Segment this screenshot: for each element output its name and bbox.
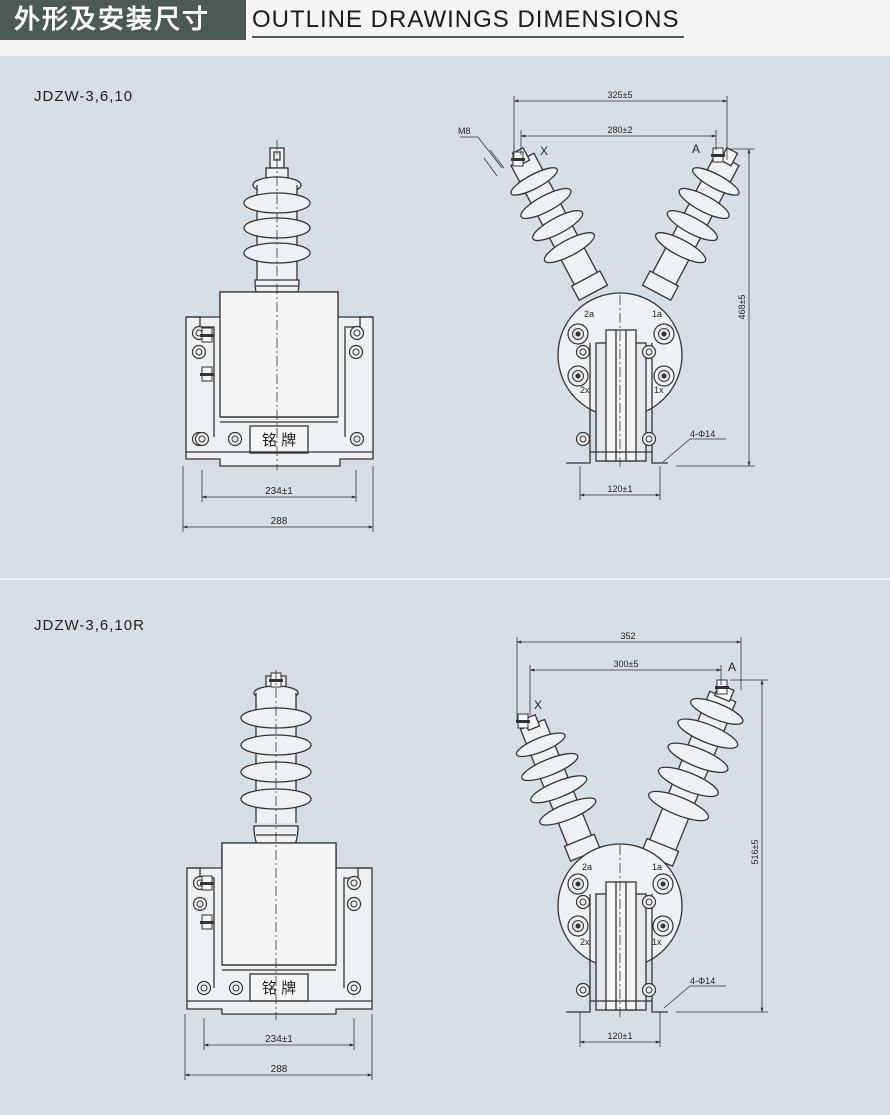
sec-2a-1: 2a bbox=[584, 309, 594, 319]
model-label-1: JDZW-3,6,10 bbox=[34, 88, 134, 105]
dim-inner-width-1: 234±1 bbox=[265, 486, 293, 497]
side-view-2 bbox=[515, 683, 744, 1013]
terminal-x-2: X bbox=[534, 698, 542, 712]
sec-1x-1: 1x bbox=[654, 385, 664, 395]
nameplate-1: 铭 牌 bbox=[262, 432, 296, 449]
sec-2x-2: 2x bbox=[580, 937, 590, 947]
terminal-x-1: X bbox=[540, 144, 548, 158]
title-underline bbox=[252, 36, 684, 38]
dim-terminal-span-inner-1: 280±2 bbox=[608, 125, 633, 135]
hole-label-2: 4-Φ14 bbox=[690, 976, 715, 986]
sec-1a-2: 1a bbox=[652, 862, 662, 872]
title-english: OUTLINE DRAWINGS DIMENSIONS bbox=[252, 6, 680, 33]
thread-label-1: M8 bbox=[458, 126, 471, 136]
front-view-1 bbox=[185, 147, 374, 467]
dim-base-2: 120±1 bbox=[608, 1031, 633, 1041]
front-dims-1 bbox=[182, 466, 374, 532]
dim-terminal-span-2: 352 bbox=[620, 631, 635, 641]
title-chinese: 外形及安装尺寸 bbox=[0, 0, 246, 40]
dim-height-2: 516±5 bbox=[750, 840, 760, 865]
dim-terminal-span-inner-2: 300±5 bbox=[614, 659, 639, 669]
sec-1x-2: 1x bbox=[652, 937, 662, 947]
hole-label-1: 4-Φ14 bbox=[690, 429, 715, 439]
header-bar: 外形及安装尺寸 OUTLINE DRAWINGS DIMENSIONS bbox=[0, 0, 890, 56]
sec-1a-1: 1a bbox=[652, 309, 662, 319]
dim-height-1: 468±5 bbox=[737, 295, 747, 320]
sec-2x-1: 2x bbox=[580, 385, 590, 395]
dim-inner-width-2: 234±1 bbox=[265, 1034, 293, 1045]
front-view-2 bbox=[186, 675, 373, 1015]
terminal-a-2: A bbox=[728, 660, 736, 674]
dim-terminal-span-1: 325±5 bbox=[608, 90, 633, 100]
dim-outer-width-2: 288 bbox=[271, 1064, 288, 1075]
nameplate-2: 铭 牌 bbox=[262, 980, 296, 997]
section-divider bbox=[0, 578, 890, 580]
model-label-2: JDZW-3,6,10R bbox=[34, 617, 145, 634]
side-dims-1 bbox=[460, 96, 755, 500]
terminal-a-1: A bbox=[692, 142, 700, 156]
sec-2a-2: 2a bbox=[582, 862, 592, 872]
dim-outer-width-1: 288 bbox=[271, 516, 288, 527]
side-view-1 bbox=[510, 146, 740, 464]
dim-base-1: 120±1 bbox=[608, 484, 633, 494]
front-dims-2 bbox=[184, 1014, 373, 1080]
side-dims-2 bbox=[516, 637, 768, 1047]
